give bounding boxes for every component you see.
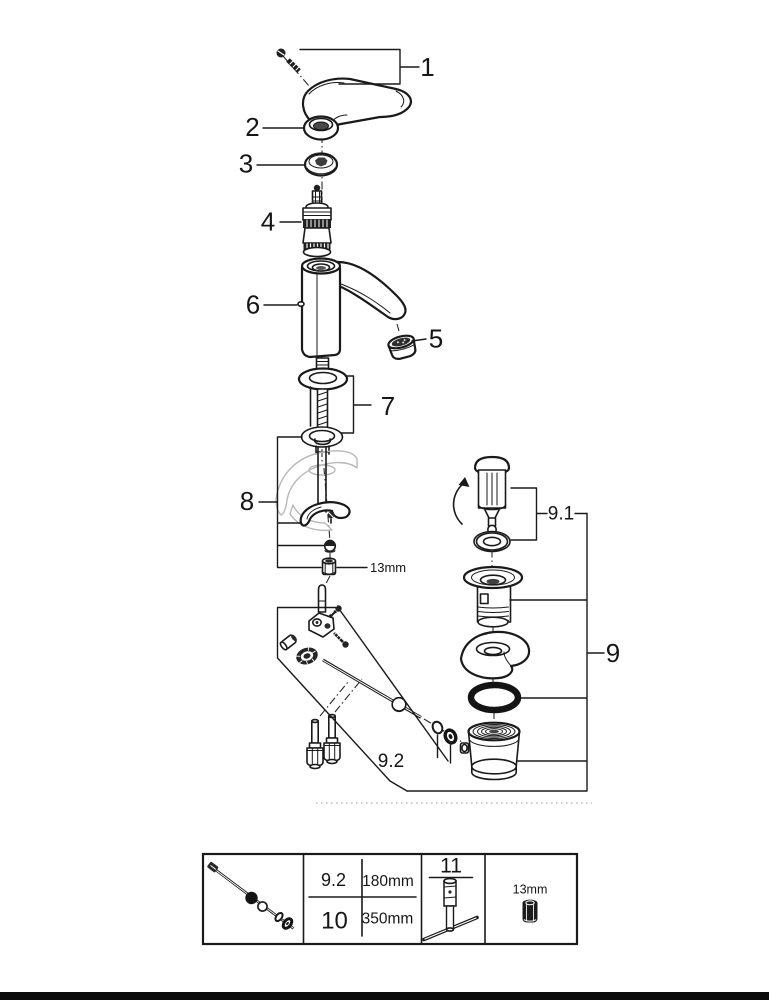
part-4-cartridge [302,184,332,258]
part-1-handle-screw [276,48,301,73]
callout-4-label: 4 [261,207,275,237]
part-1-handle-lever [301,77,412,127]
callout-4: 4 [261,207,302,237]
part-9-1-plug [473,455,511,553]
callout-9: 9 [406,512,620,792]
part-3-cap-nut [303,152,339,177]
spec-table-border [201,852,579,946]
table-row1-length: 180mm [362,873,414,890]
part-6-faucet-body [297,257,407,359]
callout-6: 6 [246,290,298,320]
part-9-drain-set [459,565,531,781]
table-nut-image [522,899,538,923]
callout-3-label: 3 [239,149,253,179]
table-row1-ref: 9.2 [321,870,346,890]
callout-13mm-label: 13mm [370,560,406,575]
callout-5-label: 5 [429,324,443,354]
callout-6-label: 6 [246,290,260,320]
callout-9-2-label: 9.2 [378,751,404,772]
callout-5: 5 [411,324,443,354]
spec-table: 9.2 180mm 10 350mm 11 13mm [201,852,579,946]
callout-2: 2 [245,112,304,142]
callout-13mm: 13mm [336,560,406,575]
table-tool-ref: 11 [440,855,462,878]
callout-8-label: 8 [240,486,254,516]
table-row2-ref: 10 [321,908,348,935]
table-rod-image [207,861,295,930]
part-2-ring [302,115,340,141]
table-row2-length: 350mm [362,911,414,928]
part-7-mounting-set [297,357,349,455]
callout-9-1-label: 9.1 [548,504,574,525]
callout-9-1: 9.1 [510,487,588,541]
callout-7-label: 7 [381,391,395,421]
table-tool-image [422,877,479,942]
callout-9-2: 9.2 [276,606,452,792]
callout-9-label: 9 [606,638,620,668]
callout-7: 7 [340,375,395,434]
callout-3: 3 [239,149,305,179]
callout-8: 8 [240,436,325,569]
callout-1: 1 [299,48,435,85]
callout-2-label: 2 [245,112,259,142]
part-5-aerator [387,334,417,360]
callout-1-label: 1 [420,52,434,82]
table-socket-size: 13mm [513,883,548,897]
rotation-arrow-icon [452,477,470,525]
supply-hoses [306,713,341,770]
part-8-fastening-set [299,446,351,576]
part-9-2-rod-assembly [279,584,458,745]
ghost-sink-outline [275,450,358,532]
bottom-bar [0,992,769,1000]
